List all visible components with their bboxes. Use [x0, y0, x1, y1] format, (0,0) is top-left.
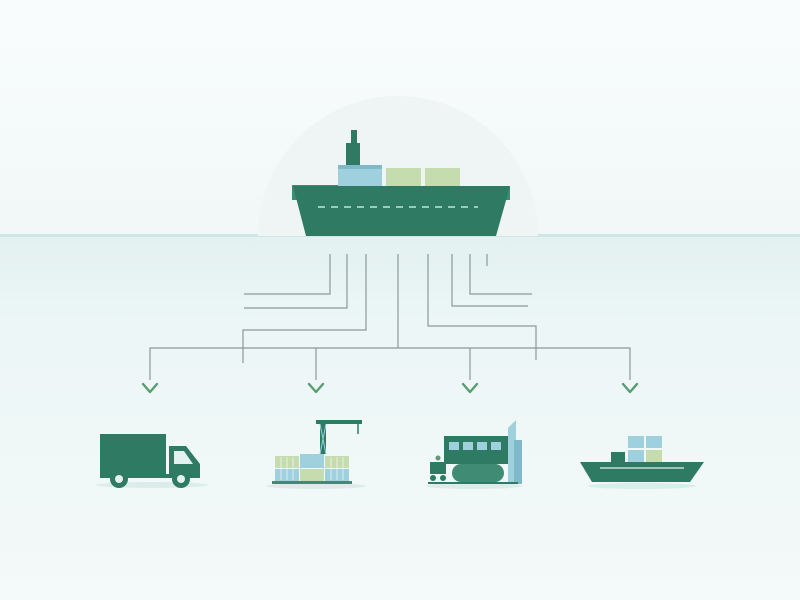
- feeder-ship-icon: [580, 436, 704, 489]
- arrow-down-icon: [461, 382, 479, 394]
- delivery-truck-icon: [96, 434, 208, 488]
- flow-arrowheads: [141, 382, 639, 394]
- arrow-down-icon: [621, 382, 639, 394]
- rail-locomotive-icon: [426, 420, 522, 489]
- container-ship-icon: [292, 130, 510, 236]
- port-crane-containers-icon: [266, 420, 366, 489]
- arrow-down-icon: [141, 382, 159, 394]
- arrow-down-icon: [307, 382, 325, 394]
- sea-background: [0, 236, 800, 600]
- flow-lines: [149, 254, 631, 380]
